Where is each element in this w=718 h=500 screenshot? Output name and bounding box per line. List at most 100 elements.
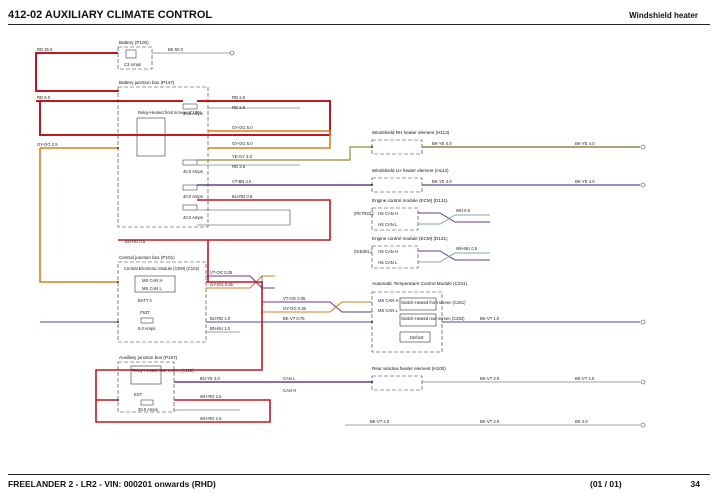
ws-rh-box: [371, 139, 423, 155]
bjb-fuse2-label: 40.0 Amps: [183, 169, 203, 174]
battery-fuse-label: C3 Amps: [124, 62, 141, 67]
wire-label-ecm: WH 0.5: [456, 208, 471, 213]
wire-label-rear-bk2: BK-VT 4.0: [575, 376, 595, 381]
wire-label-wh-rd1: WH-RD 2.5: [200, 394, 222, 399]
wire-label-rd-batt: RD 25.0: [37, 47, 53, 52]
atc-can-h-wire: [262, 301, 372, 313]
wire-label-bk-atc: BK-VT 0.75: [283, 316, 305, 321]
defrost-button-box: [399, 331, 431, 343]
wire-label-bu-rd: BU-RD 0.5: [125, 239, 146, 244]
cem-ms-can-h: MS CAN H: [142, 278, 162, 283]
wire-label-can-gy2: GY-OG 0.35: [283, 306, 307, 311]
ecm-diesel: Engine control module (ECM) (D131) (DIES…: [354, 236, 448, 269]
wire-label-bn-bu: BN-BU 1.0: [210, 326, 231, 331]
atc-module: Automatic Temperature Control Module (C2…: [371, 281, 468, 353]
wire-label-gnd3: BK 4.0: [575, 419, 588, 424]
cjb-fuse-icon: [140, 317, 154, 324]
atc-switch2-label: Switch-Heated rear screen (C282): [401, 316, 465, 321]
bjb-to-cjb-red-wire: [118, 199, 331, 241]
ground-atc-icon: [640, 319, 646, 325]
battery-junction-box: Battery junction box (P147) Relay-Heated…: [117, 80, 209, 228]
ground-point-icon: [229, 50, 235, 56]
ecm-diesel-hs-can-h: HS CAN H: [378, 249, 398, 254]
rear-heater-label: Rear window heater element (H100): [372, 366, 446, 371]
wire-label-rear-bk: BK-VT 4.0: [480, 376, 500, 381]
front-relay-label: Relay-Heated front screen (C130): [138, 110, 201, 115]
wire-label-bu-rd2: BU-RD 1.0: [210, 316, 231, 321]
bjb-fuse1-icon: [182, 103, 198, 110]
battery-label: Battery (P100): [119, 40, 149, 45]
atc-label: Automatic Temperature Control Module (C2…: [372, 281, 468, 286]
atc-ms-can-h: MS CAN H: [378, 298, 398, 303]
atc-can-l-wire: [262, 301, 372, 313]
wire-label-can-vt: VT-OG 0.35: [210, 270, 233, 275]
rear-relay-box: [130, 365, 162, 385]
ajb-red-loop-wire: [95, 399, 271, 423]
wire-label-can-h: CAN H: [283, 388, 296, 393]
ecm-petrol-can-h-wire: [418, 212, 490, 223]
wire-label-bk-atc2: BK-VT 1.0: [480, 316, 500, 321]
wire-label-gnd: BK-VT 4.0: [370, 419, 390, 424]
diesel-tag: (DIESEL): [354, 249, 372, 254]
wire-label-can-l: CAN L: [283, 376, 296, 381]
cjb-orange-feed-wire: [39, 148, 118, 283]
atc-switch1-box: [399, 297, 437, 311]
auxiliary-junction-box: Auxiliary junction box (P107) Relay-Heat…: [117, 355, 194, 413]
ground-rear-icon: [640, 379, 646, 385]
wire-label-gy-1: GY-OG 6.0: [232, 125, 253, 130]
bjb-fuse1-label: 30.0 Amps: [183, 111, 203, 116]
connector-dots: [117, 90, 373, 401]
wire-label-bk-lh: BK-YE 4.0: [432, 179, 452, 184]
footer-page-number: 34: [690, 479, 700, 489]
ajb-label: Auxiliary junction box (P107): [119, 355, 178, 360]
atc-switch2-box: [399, 313, 437, 327]
ground-lh-icon: [640, 182, 646, 188]
bjb-fuse2-icon: [182, 159, 198, 166]
cjb-label: Central junction box (P101): [119, 255, 175, 260]
cjb-box: [117, 261, 207, 343]
bjb-box: [117, 86, 209, 228]
ajb-fuse-label: 30.0 Amps: [138, 407, 158, 412]
wire-label-bk-batt: BK 50.0: [168, 47, 184, 52]
rear-window-heater: Rear window heater element (H100): [371, 366, 446, 391]
ecm-petrol-hs-can-h: HS CAN H: [378, 211, 398, 216]
cem-ms-can-l: MS CAN L: [142, 286, 162, 291]
wire-label-ye-out2: BK-YE 4.0: [575, 179, 595, 184]
wire-label-can-vt2: VT-OG 0.35: [283, 296, 306, 301]
footer-vehicle: FREELANDER 2 - LR2 - VIN: 000201 onwards…: [8, 479, 216, 489]
ajb-fuse-icon: [140, 399, 154, 406]
header-rule: [8, 24, 710, 25]
wire-label-can-gy: GY-OG 0.35: [210, 282, 234, 287]
ecm-diesel-can-h-wire: [418, 250, 490, 261]
ecm-petrol-can-l-wire: [418, 214, 490, 225]
bjb-fuse3-label: 40.0 Amps: [183, 194, 203, 199]
ground-bus-icon: [640, 422, 646, 428]
wire-label-bu: BU-RD 0.5: [232, 194, 253, 199]
ecm-petrol-label: Engine control module (ECM) (D131): [372, 198, 448, 203]
batt-a-label: BATT A: [138, 298, 152, 303]
wire-label-vt: VT-BN 4.0: [232, 179, 252, 184]
central-junction-box: Central junction box (P101) Central Elec…: [117, 255, 207, 343]
cem-label: Central Electronic Module (CEM) (C102): [124, 266, 200, 271]
ecm-petrol-hs-can-l: HS CAN L: [378, 222, 398, 227]
wire-label-ecm2: WH-BU 0.5: [456, 246, 478, 251]
ground-rh-icon: [640, 144, 646, 150]
bjb-fuse3-icon: [182, 184, 198, 191]
ecm-diesel-label: Engine control module (ECM) (D131): [372, 236, 448, 241]
wire-label-ye-out1: BK-YE 4.0: [575, 141, 595, 146]
wire-label-gy-yel: YE-GY 4.0: [232, 154, 253, 159]
wire-label-rd-f-in: RD 2.5: [232, 95, 246, 100]
rear-relay-label: Relay-Heated rear screen (C118): [132, 368, 194, 373]
ws-lh-label: Windshield LH heater element (H114): [372, 168, 449, 173]
bjb-fuse4-icon: [182, 204, 198, 211]
front-relay-box: [136, 117, 166, 157]
wire-label-rd-main: RD 6.0: [37, 95, 51, 100]
front-relay-orange-wire: [208, 130, 331, 149]
bjb-fuse4-label: 40.0 Amps: [183, 215, 203, 220]
cjb-fuse-amps: 5.0 Amps: [138, 326, 155, 331]
wire-label-og-left: OY-OG 2.5: [37, 142, 58, 147]
ecm-diesel-hs-can-l: HS CAN L: [378, 260, 398, 265]
wire-label-gnd2: BK-VT 4.0: [480, 419, 500, 424]
cem-box: [134, 275, 176, 293]
battery-component: Battery (P100) C3 Amps: [117, 40, 153, 70]
